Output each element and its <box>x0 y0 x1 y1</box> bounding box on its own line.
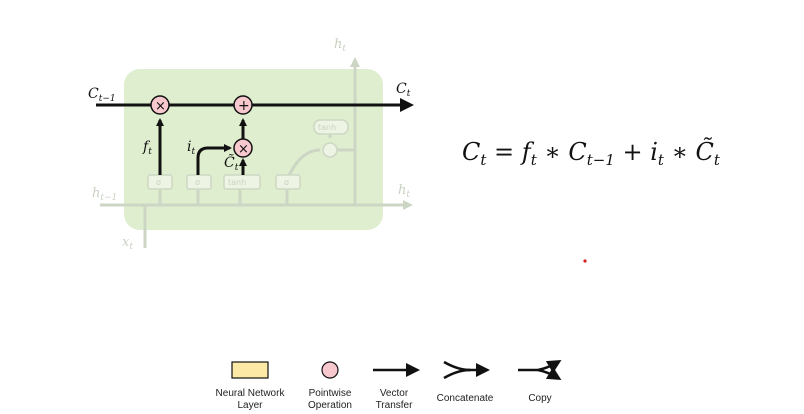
legend-label-pointwise-1: Pointwise <box>309 388 352 399</box>
pointwise-operation-icon <box>321 361 339 379</box>
faded-sigma-3: σ <box>284 178 289 187</box>
legend-label-vector-2: Transfer <box>376 400 414 411</box>
label-c-prev: Ct−1 <box>88 86 116 104</box>
legend-label-copy: Copy <box>528 393 551 404</box>
label-h-out: ht <box>398 183 410 200</box>
legend-label-concatenate: Concatenate <box>437 393 494 404</box>
label-c-tilde: C̃t <box>224 153 239 173</box>
faded-gate-layers <box>147 119 349 190</box>
neural-network-layer-icon <box>231 361 269 379</box>
input-multiply-op: × <box>233 138 253 158</box>
cell-state-equation: Ct = ft ∗ Ct−1 + it ∗ C̃t <box>462 138 721 171</box>
legend-label-layer-1: Neural Network <box>216 388 286 399</box>
concatenate-icon <box>443 360 490 380</box>
copy-icon <box>518 359 562 381</box>
faded-tanh-2: tanh <box>318 123 336 132</box>
forget-multiply-op: × <box>150 95 170 115</box>
label-c-t: Ct <box>396 81 411 99</box>
input-gate-arrow <box>196 144 232 175</box>
svg-text:×: × <box>238 142 249 157</box>
lstm-cell-box <box>124 69 383 230</box>
faded-sigma-1: σ <box>156 178 161 187</box>
legend: Neural Network Layer Pointwise Operation… <box>216 359 562 411</box>
red-dot <box>583 259 587 263</box>
label-i-t: it <box>187 139 195 157</box>
legend-label-layer-2: Layer <box>237 400 263 411</box>
label-x-input: xt <box>122 235 133 252</box>
svg-text:+: + <box>238 98 250 114</box>
cell-add-op: + <box>233 95 253 115</box>
legend-label-pointwise-2: Operation <box>308 400 352 411</box>
svg-text:×: × <box>155 99 166 114</box>
label-h-up: ht <box>334 37 346 54</box>
faded-tanh-1: tanh <box>228 178 246 187</box>
label-f-t: ft <box>142 139 152 157</box>
legend-label-vector-1: Vector <box>380 388 409 399</box>
faded-sigma-2: σ <box>195 178 200 187</box>
label-h-prev: ht−1 <box>92 186 117 203</box>
